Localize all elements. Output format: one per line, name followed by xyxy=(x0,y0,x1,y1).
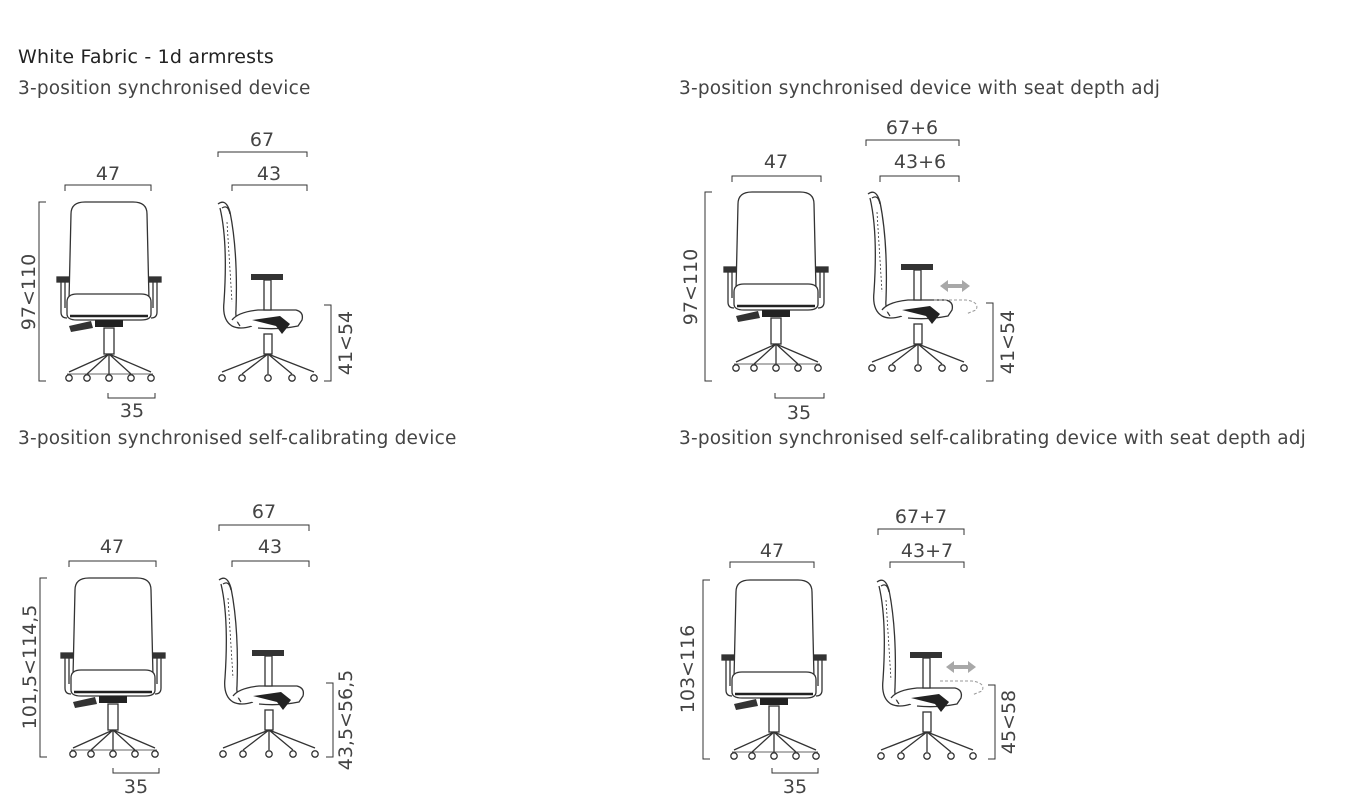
variant-caption-3: 3-position synchronised self-calibrating… xyxy=(18,428,457,449)
front-width-label: 47 xyxy=(96,163,120,185)
height-label: 103<116 xyxy=(677,625,699,713)
base-label: 35 xyxy=(124,776,148,798)
product-title: White Fabric - 1d armrests xyxy=(18,46,274,68)
variant-caption-2: 3-position synchronised device with seat… xyxy=(679,78,1161,99)
side-seat-label: 43 xyxy=(258,536,282,558)
front-width-label: 47 xyxy=(760,540,784,562)
variant-1-drawing: 47 67 43 97<110 41<54 35 xyxy=(18,129,357,422)
front-width-label: 47 xyxy=(100,536,124,558)
front-width-label: 47 xyxy=(764,151,788,173)
variant-caption-4: 3-position synchronised self-calibrating… xyxy=(679,428,1307,449)
side-seat-label: 43+6 xyxy=(894,151,946,173)
base-label: 35 xyxy=(783,776,807,798)
seat-height-label: 41<54 xyxy=(997,310,1019,374)
base-label: 35 xyxy=(787,402,811,424)
side-total-label: 67+7 xyxy=(895,506,947,528)
side-seat-label: 43+7 xyxy=(901,540,953,562)
side-total-label: 67 xyxy=(252,501,276,523)
height-label: 101,5<114,5 xyxy=(19,605,41,730)
variant-2-drawing: 47 67+6 43+6 97<110 41<54 35 xyxy=(680,117,1019,424)
side-total-label: 67+6 xyxy=(886,117,938,139)
base-label: 35 xyxy=(120,400,144,422)
variant-4-drawing: 47 67+7 43+7 103<116 45<58 35 xyxy=(677,506,1020,798)
height-label: 97<110 xyxy=(680,249,702,325)
variant-caption-1: 3-position synchronised device xyxy=(18,78,311,99)
side-total-label: 67 xyxy=(250,129,274,151)
height-label: 97<110 xyxy=(18,254,40,330)
seat-height-label: 45<58 xyxy=(998,690,1020,754)
seat-height-label: 41<54 xyxy=(335,311,357,375)
side-seat-label: 43 xyxy=(257,163,281,185)
seat-height-label: 43,5<56,5 xyxy=(335,670,357,771)
variant-3-drawing: 47 67 43 101,5<114,5 43,5<56,5 35 xyxy=(19,501,357,798)
